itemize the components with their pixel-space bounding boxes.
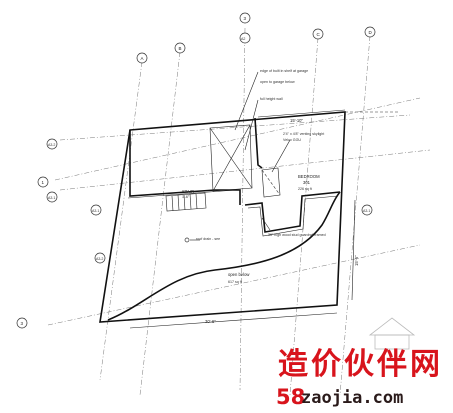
stair [165, 167, 281, 212]
grid-bubble-3: 3 [16, 317, 28, 329]
grid-line-b-vert [139, 51, 181, 396]
grid-bubble-b: B [174, 42, 186, 54]
open-below-area: 617 sq ft [228, 280, 242, 284]
section-tag-top: A2 [239, 32, 251, 44]
open-below-label: open below [228, 272, 250, 277]
note-open-garage: open to garage below [260, 80, 295, 84]
svg-text:C: C [317, 32, 321, 37]
dimension-top [257, 109, 346, 118]
garage-x-line-1 [209, 127, 253, 189]
svg-text:3: 3 [244, 16, 247, 21]
leader-guardrail [261, 217, 271, 231]
dimension-top-label: 15'-10" [290, 118, 304, 123]
garage-opening [209, 124, 253, 192]
note-full-height-wall: full height wall [260, 97, 283, 101]
annotations: edge of built in shelf at garage open to… [182, 69, 359, 324]
dimensions [129, 109, 400, 329]
grid-bubble-top-center: 3 [239, 12, 251, 24]
watermark-chinese: 造价伙伴网 [278, 347, 443, 382]
grid-bubble-1: 1 [37, 176, 49, 188]
stair-tread [177, 194, 180, 211]
grid-line-1 [54, 97, 421, 181]
roof-drain-symbol [184, 237, 190, 243]
stair-tread [171, 195, 174, 212]
logo-mark [368, 317, 416, 350]
logo-house-icon [374, 334, 410, 350]
watermark: 造价伙伴网 58 zaojia.com [276, 347, 443, 409]
logo-roof-icon [368, 317, 416, 336]
upper-room-south-wall-inner [127, 189, 237, 199]
note-velux: Velux GGU [283, 138, 301, 142]
grid-line-d-vert [339, 35, 371, 396]
stair-tread [189, 193, 192, 210]
grid-line-center [239, 27, 246, 391]
grid-line-3 [47, 244, 421, 326]
section-tag-mid: A3.1 [90, 204, 102, 216]
svg-text:A3.1: A3.1 [363, 209, 370, 213]
svg-text:A3.2: A3.2 [48, 143, 55, 147]
dimension-right [351, 199, 356, 301]
bedroom-number: 301 [303, 180, 311, 185]
note-roof-drain: roof drain - see [196, 237, 220, 241]
upper-room-south-wall [129, 130, 241, 205]
section-tags: A2 A3.2 A3.1 A3.1 A3.1 A3.2 [46, 32, 373, 264]
skylight-diagonal [261, 169, 281, 196]
bedroom-wall [244, 191, 341, 233]
dimension-bottom-label: 30'-6" [205, 319, 216, 324]
section-tag-mid-left: A3.1 [46, 191, 58, 203]
grid-bubble-d: D [364, 26, 376, 38]
section-tag-left: A3.2 [46, 138, 58, 150]
grid-line-a [59, 114, 411, 141]
stair-size: 1'-6" [182, 195, 190, 199]
garage-wall [254, 117, 263, 169]
stair-tread [183, 194, 186, 211]
grid-lines [47, 27, 431, 396]
grid-bubble-a: A [136, 52, 148, 64]
note-edge-built-in: edge of built in shelf at garage [260, 69, 308, 73]
stair-tread [195, 193, 198, 210]
grid-bubble-c: C [312, 28, 324, 40]
section-tag-right: A3.1 [361, 204, 373, 216]
building-outline [99, 111, 346, 323]
grid-line-b [59, 149, 431, 191]
watermark-number: 58 [276, 385, 305, 409]
garage-x-line-2 [212, 124, 251, 192]
stair-label: STAIR [182, 189, 194, 194]
svg-text:D: D [369, 30, 373, 35]
stair-outline [165, 192, 207, 212]
svg-text:A3.1: A3.1 [48, 196, 55, 200]
leader-wall [244, 99, 259, 151]
svg-text:A3.1: A3.1 [92, 209, 99, 213]
svg-text:A3.2: A3.2 [96, 257, 103, 261]
bedroom-wall-inner [247, 195, 339, 237]
svg-text:B: B [179, 46, 182, 51]
dimension-right-label: 15'-6" [354, 255, 359, 266]
leader-edge [234, 71, 259, 131]
leader-skylight [271, 139, 291, 173]
grid-line-a-vert [99, 61, 143, 381]
svg-text:A: A [141, 56, 144, 61]
bedroom-area: 226 sq ft [298, 187, 312, 191]
open-below-edge [107, 191, 341, 321]
leaders [190, 71, 291, 241]
svg-text:A2: A2 [241, 37, 245, 41]
grid-bubbles: 3 A B C D 1 3 [16, 12, 376, 329]
note-wood-stud: 36" high wood stud guardrail framed [268, 233, 326, 237]
svg-text:1: 1 [42, 180, 45, 185]
note-skylight: 2'4" x 4'8" venting skylight [283, 132, 324, 136]
dimension-bottom [129, 312, 338, 329]
section-tag-lower-left: A3.2 [94, 252, 106, 264]
bedroom-label: BEDROOM [298, 174, 320, 179]
outer-wall [99, 111, 346, 323]
svg-text:3: 3 [21, 321, 24, 326]
watermark-site: zaojia.com [301, 388, 403, 408]
